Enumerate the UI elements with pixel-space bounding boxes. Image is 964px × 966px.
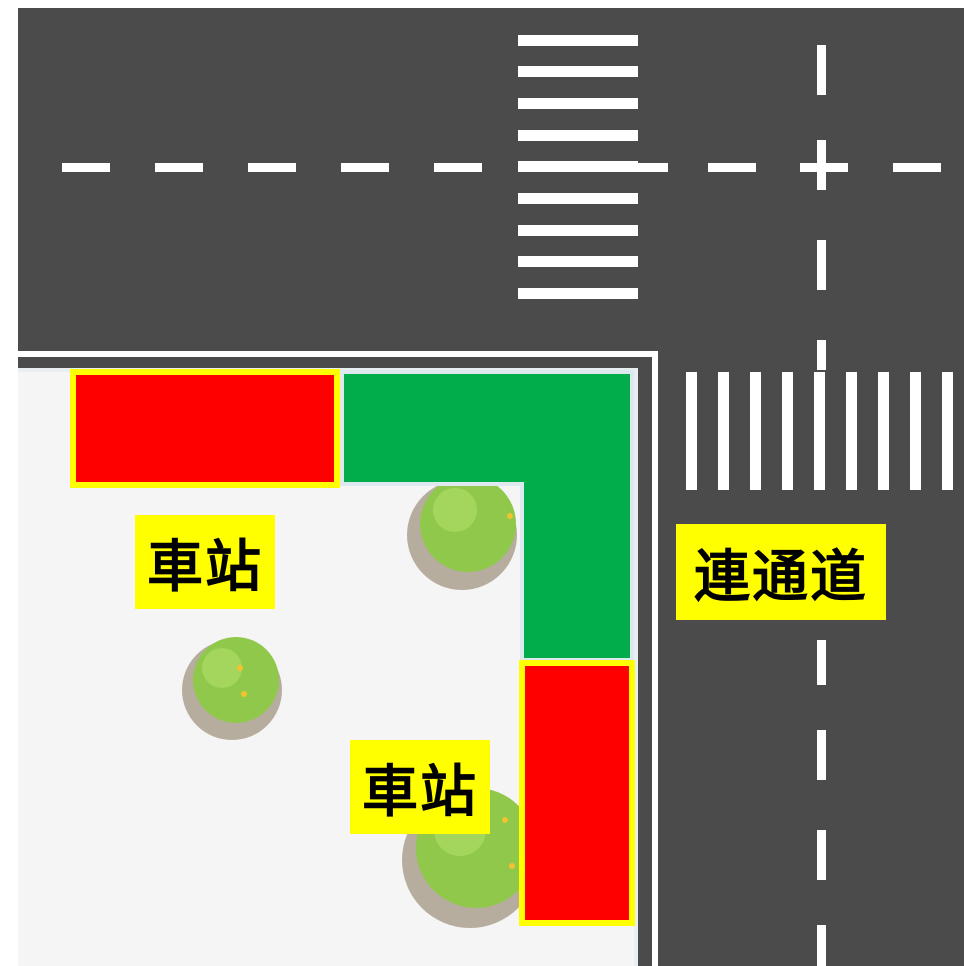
station-label: 車站 — [135, 515, 275, 609]
corridor-label: 連通道 — [676, 524, 886, 620]
center-line-vertical — [817, 45, 826, 966]
crosswalk-east — [686, 372, 953, 490]
station-block-east — [519, 660, 635, 926]
crosswalk-north — [518, 35, 638, 299]
tree-icon — [182, 637, 282, 740]
station-block-north — [70, 369, 340, 488]
tree-icon — [407, 476, 517, 590]
station-label: 車站 — [350, 740, 490, 834]
curb-line — [18, 351, 658, 966]
